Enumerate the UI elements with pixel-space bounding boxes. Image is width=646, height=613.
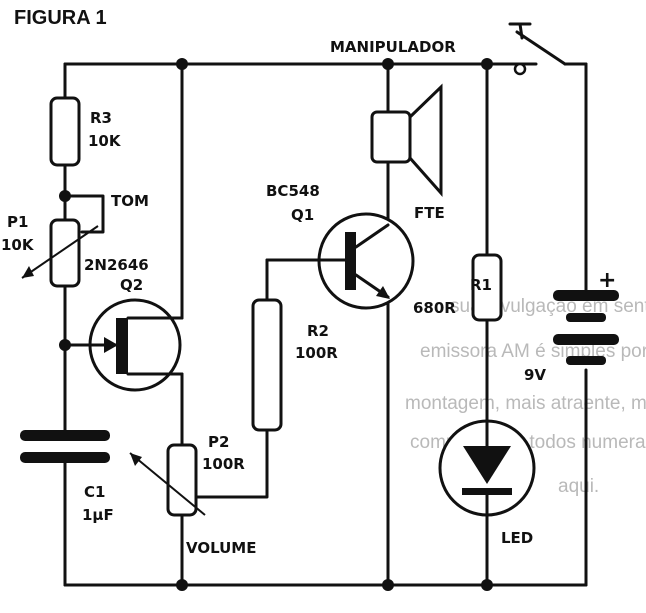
potentiometer-p1: P1 10K TOM	[1, 192, 149, 288]
r2-ref: R2	[307, 322, 329, 340]
c1-ref: C1	[84, 483, 105, 501]
battery-voltage: 9V	[524, 366, 546, 384]
junction-dot	[481, 579, 493, 591]
speaker-label: FTE	[414, 204, 445, 222]
junction-dot	[176, 579, 188, 591]
resistor-r1: R1 680R	[413, 253, 503, 322]
capacitor-c1: C1 1µF	[20, 430, 114, 524]
junction-dot	[382, 58, 394, 70]
switch-contact	[513, 62, 527, 76]
q2-type: 2N2646	[84, 256, 149, 274]
r1-ref: R1	[470, 276, 492, 294]
led-diode-triangle	[463, 446, 511, 484]
q2-base-bar	[116, 318, 128, 374]
p1-function-label: TOM	[111, 192, 149, 210]
junction-dots	[59, 58, 493, 591]
p1-arrow-icon	[22, 266, 34, 278]
battery-plate-1	[553, 290, 619, 301]
transistor-q1: BC548 Q1	[266, 182, 415, 310]
r3-ref: R3	[90, 109, 112, 127]
r2-value: 100R	[295, 344, 338, 362]
r3-value: 10K	[88, 132, 122, 150]
battery-plate-2	[566, 313, 606, 322]
junction-dot	[481, 58, 493, 70]
p2-arrow-icon	[130, 453, 142, 466]
q1-emitter-arrow-icon	[376, 286, 390, 299]
battery-plate-4	[566, 356, 606, 365]
speaker-fte: FTE	[370, 83, 445, 222]
wiring	[63, 62, 588, 587]
resistor-r2: R2 100R	[251, 298, 338, 432]
p2-value: 100R	[202, 455, 245, 473]
junction-dot	[382, 579, 394, 591]
resistor-r3: R3 10K	[49, 96, 122, 167]
c1-plate-bottom	[20, 452, 110, 463]
battery-plate-3	[553, 334, 619, 345]
q1-type: BC548	[266, 182, 320, 200]
q2-emitter-arrow-icon	[104, 337, 118, 353]
potentiometer-p2: P2 100R VOLUME	[129, 433, 256, 557]
led: LED	[438, 419, 536, 547]
ujt-q2: 2N2646 Q2	[63, 256, 184, 392]
c1-plate-top	[20, 430, 110, 441]
c1-value: 1µF	[82, 506, 114, 524]
junction-dot	[176, 58, 188, 70]
p2-ref: P2	[208, 433, 229, 451]
led-diode-bar	[462, 488, 512, 495]
led-label: LED	[501, 529, 533, 547]
switch-manipulador: MANIPULADOR	[330, 22, 567, 76]
q1-ref: Q1	[291, 206, 314, 224]
q2-ref: Q2	[120, 276, 143, 294]
battery-polarity: +	[598, 268, 616, 293]
p2-function-label: VOLUME	[186, 539, 256, 557]
p1-ref: P1	[7, 213, 28, 231]
battery-9v: + 9V	[524, 268, 619, 384]
junction-dot	[59, 190, 71, 202]
figure-title: FIGURA 1	[14, 7, 107, 29]
r1-value: 680R	[413, 299, 456, 317]
p1-value: 10K	[1, 236, 35, 254]
bleed-line-3: montagem, mais atraente, mais baix	[405, 393, 646, 414]
bleed-line-5: aqui.	[558, 476, 599, 497]
switch-label: MANIPULADOR	[330, 38, 456, 56]
